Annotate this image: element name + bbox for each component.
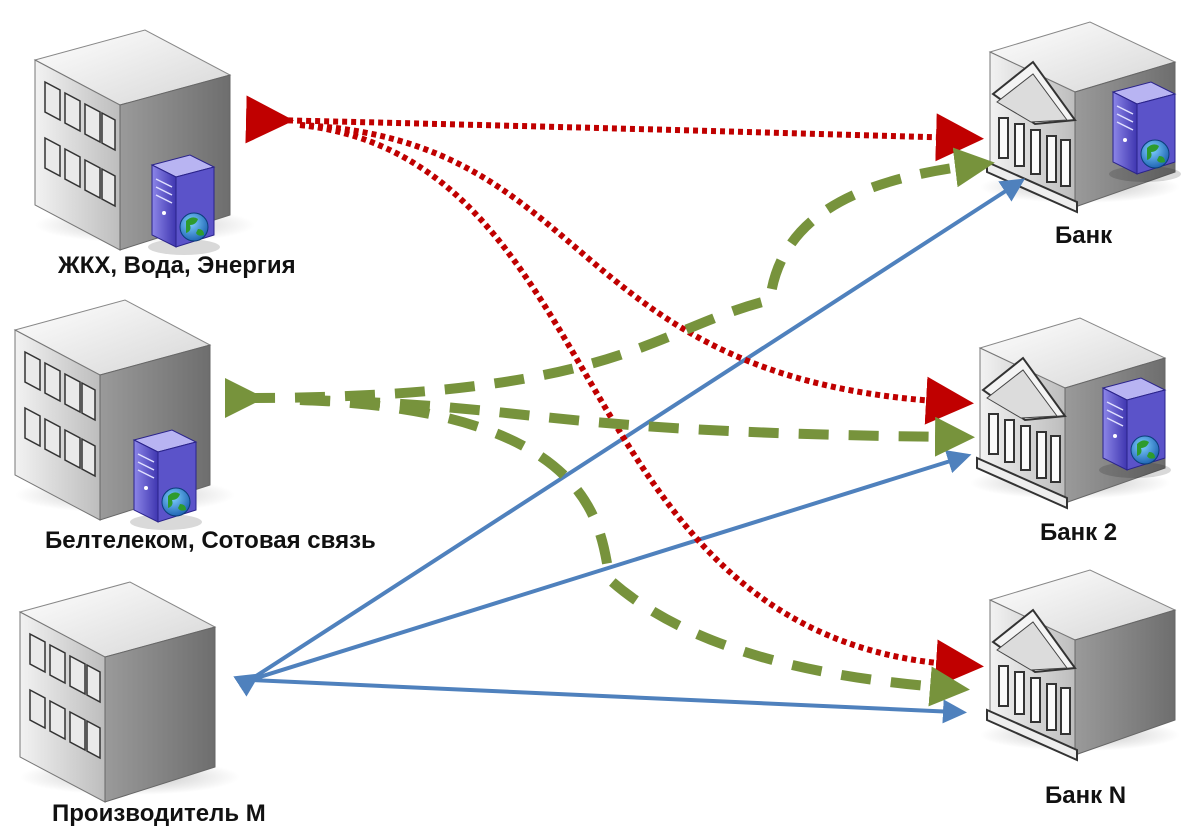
bank2-building [969, 317, 1172, 509]
flow-utilities-bank2 [299, 122, 974, 425]
utilities-building [34, 29, 256, 256]
utilities-label: ЖКХ, Вода, Энергия [58, 252, 296, 279]
flow-telecom-bank2 [299, 395, 975, 457]
telecom-building [14, 299, 236, 531]
bank2-label: Банк 2 [1040, 519, 1118, 546]
bank1-label: Банк [1055, 222, 1113, 249]
flow-telecom-bank1 [224, 147, 995, 419]
blue-flows [233, 178, 1026, 724]
flow-manufacturer-bank2 [248, 450, 972, 682]
flow-manufacturer-bankN [248, 678, 967, 724]
bank1-building [979, 21, 1182, 213]
flow-telecom-bankN [299, 395, 970, 707]
bankN-building [979, 569, 1181, 761]
flow-utilities-bank1 [245, 95, 984, 162]
telecom-label: Белтелеком, Сотовая связь [45, 527, 376, 554]
manufacturer-building [19, 581, 241, 803]
bankN-label: Банк N [1045, 782, 1127, 809]
green-flows [224, 147, 995, 707]
manufacturer-label: Производитель М [52, 800, 266, 827]
